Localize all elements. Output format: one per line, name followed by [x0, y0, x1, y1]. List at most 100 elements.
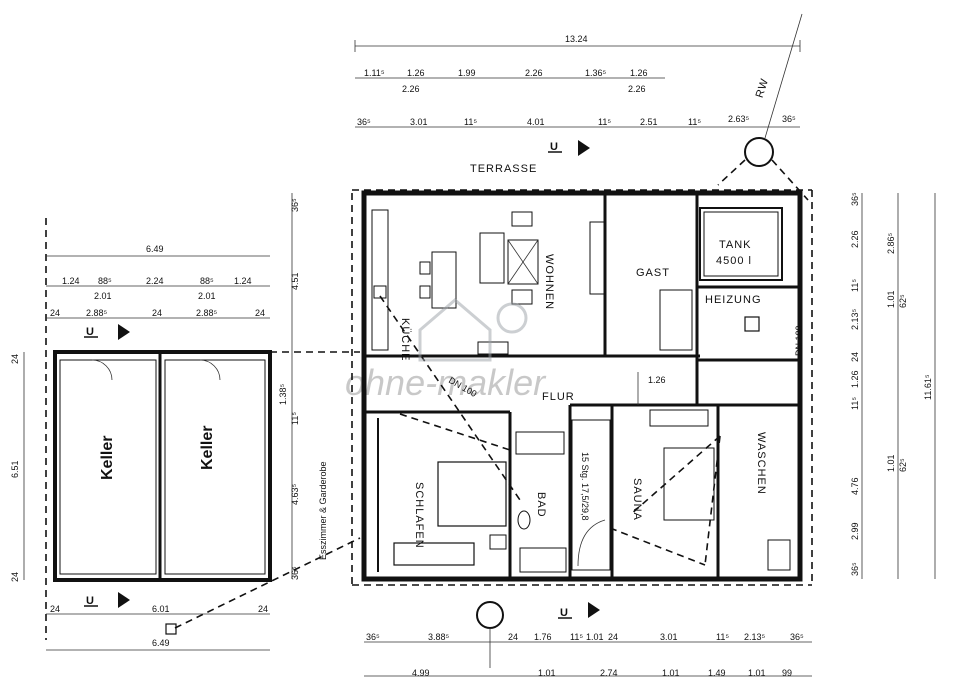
dim-right-c2-2: 62⁵	[898, 294, 908, 308]
keller-building	[45, 218, 360, 640]
dim-keller-bottom-2: 24	[258, 604, 268, 614]
dim-bottom-r1-4: 11⁵	[570, 632, 583, 642]
dim-keller-r3-0: 24	[50, 308, 60, 318]
section-keller-top-label: U	[86, 326, 95, 338]
tank: TANK 4500 l	[699, 207, 783, 281]
dim-right-c1-9: 36⁵	[850, 562, 860, 576]
bath-fixtures	[515, 431, 567, 573]
flur-width: 1.26	[648, 375, 666, 385]
dim-bottom-r1-1: 3.88⁵	[428, 632, 450, 642]
section-marker-top: U	[548, 140, 590, 156]
dim-bottom-r2-1: 1.01	[538, 668, 556, 678]
dim-bottom-r2-3: 1.01	[662, 668, 680, 678]
dim-right-c1-4: 24	[850, 352, 860, 362]
dim-top-r2-1: 1.26	[407, 68, 425, 78]
drain-icon	[165, 623, 177, 635]
keller-bottom-dimensions: 24 6.01 24 6.49	[46, 604, 270, 651]
section-marker-keller-top: U	[84, 324, 130, 340]
dim-mid-left-5: 36⁵	[290, 566, 300, 580]
dim-bottom-r2-5: 1.01	[748, 668, 766, 678]
dim-bottom-r1-8: 11⁵	[716, 632, 729, 642]
dim-keller-bottom-total: 6.49	[152, 638, 170, 648]
main-building	[351, 189, 813, 586]
heizung-label: HEIZUNG	[705, 294, 762, 306]
dim-bottom-r1-6: 24	[608, 632, 618, 642]
bad-label: BAD	[535, 492, 547, 518]
dim-right-c2-1: 1.01	[886, 290, 896, 308]
dim-top-r3-4: 11⁵	[598, 117, 611, 127]
top-dimension-chain: 13.24 1.11⁵ 1.26 1.99 2.26 1.36⁵ 1.26 2.…	[354, 34, 801, 128]
dim-top-r2-3: 2.26	[525, 68, 543, 78]
dim-keller-bottom-1: 6.01	[152, 604, 170, 614]
section-keller-bottom-label: U	[86, 595, 95, 607]
dim-bottom-r2-4: 1.49	[708, 668, 726, 678]
waschen-label: WASCHEN	[755, 432, 767, 495]
living-furniture	[477, 211, 539, 355]
dim-keller-r2-3: 88⁵	[200, 276, 214, 286]
dim-top-r2-sub-0: 2.26	[402, 84, 420, 94]
dim-top-r3-2: 11⁵	[464, 117, 477, 127]
dim-top-r3-6: 11⁵	[688, 117, 701, 127]
dim-right-c2-0: 2.86⁵	[886, 232, 896, 254]
terrasse-label: TERRASSE	[470, 163, 537, 175]
dim-top-r2-0: 1.11⁵	[364, 68, 385, 78]
kitchen-furniture	[371, 209, 457, 351]
gast-cabinet	[589, 221, 605, 295]
dim-keller-r2-0: 1.24	[62, 276, 80, 286]
dim-right-c1-7: 4.76	[850, 477, 860, 495]
flur-label: FLUR	[542, 391, 575, 403]
dim-right-c1-0: 36⁵	[850, 192, 860, 206]
bottom-dimension-chain: 36⁵ 3.88⁵ 24 1.76 11⁵ 1.01 24 3.01 11⁵ 2…	[364, 632, 812, 678]
washing-machine	[767, 539, 791, 571]
dim-keller-left-1: 6.51	[10, 460, 20, 478]
dim-keller-total: 6.49	[146, 244, 164, 254]
dim-top-r3-0: 36⁵	[357, 117, 371, 127]
section-marker-keller-bottom: U	[84, 592, 130, 608]
boiler-icon	[744, 316, 760, 332]
dim-mid-left-1: 4.51	[290, 272, 300, 290]
section-top-label: U	[550, 141, 559, 153]
dim-top-r3-7: 2.63⁵	[728, 114, 750, 124]
tank-label: TANK	[719, 239, 752, 251]
dim-bottom-r1-7: 3.01	[660, 632, 678, 642]
dim-keller-r3-2: 24	[152, 308, 162, 318]
dim-right-c1-1: 2.26	[850, 230, 860, 248]
dim-mid-left-4: 4.63⁵	[290, 483, 300, 505]
staircase	[571, 419, 611, 571]
dim-right-c2-3: 1.01	[886, 454, 896, 472]
dim-top-r3-5: 2.51	[640, 117, 658, 127]
keller-right-label: Keller	[199, 426, 216, 470]
rw-label: RW	[754, 77, 772, 100]
right-dimension-chain: 36⁵ 2.26 11⁵ 2.13⁵ 24 1.26 11⁵ 4.76 2.99…	[850, 192, 936, 579]
gast-bed	[659, 289, 693, 351]
sauna	[649, 409, 715, 521]
dim-top-r2-5: 1.26	[630, 68, 648, 78]
dim-keller-sub-0: 2.01	[94, 291, 112, 301]
sauna-label: SAUNA	[631, 478, 643, 521]
dim-bottom-r1-3: 1.76	[534, 632, 552, 642]
dim-bottom-r2-6: 99	[782, 668, 792, 678]
bedroom-furniture	[393, 461, 507, 566]
dim-keller-r3-4: 24	[255, 308, 265, 318]
section-marker-bottom: U	[476, 601, 600, 668]
dn-right-label: DN 100	[794, 325, 804, 356]
keller-top-dimensions: 6.49 1.24 88⁵ 2.24 88⁵ 1.24 2.01 2.01 24…	[46, 244, 270, 319]
dim-keller-left-2: 24	[10, 572, 20, 582]
dim-mid-left-3: 1.38⁵	[278, 383, 288, 405]
dim-right-c2-4: 62⁵	[898, 458, 908, 472]
rainwater-drain: RW	[717, 13, 809, 201]
dim-bottom-r2-2: 2.74	[600, 668, 618, 678]
dim-top-r3-1: 3.01	[410, 117, 428, 127]
dim-top-r2-2: 1.99	[458, 68, 476, 78]
drain-line	[174, 295, 721, 629]
dim-bottom-r1-9: 2.13⁵	[744, 632, 766, 642]
esszimmer-label: Esszimmer & Garderobe	[318, 461, 328, 560]
keller-left-label: Keller	[99, 436, 116, 480]
dim-mid-left-2: 11⁵	[290, 412, 300, 425]
dim-bottom-r1-5: 1.01	[586, 632, 604, 642]
dim-top-r3-3: 4.01	[527, 117, 545, 127]
dim-keller-bottom-0: 24	[50, 604, 60, 614]
dim-right-c1-5: 1.26	[850, 370, 860, 388]
tank-volume: 4500 l	[716, 255, 752, 267]
